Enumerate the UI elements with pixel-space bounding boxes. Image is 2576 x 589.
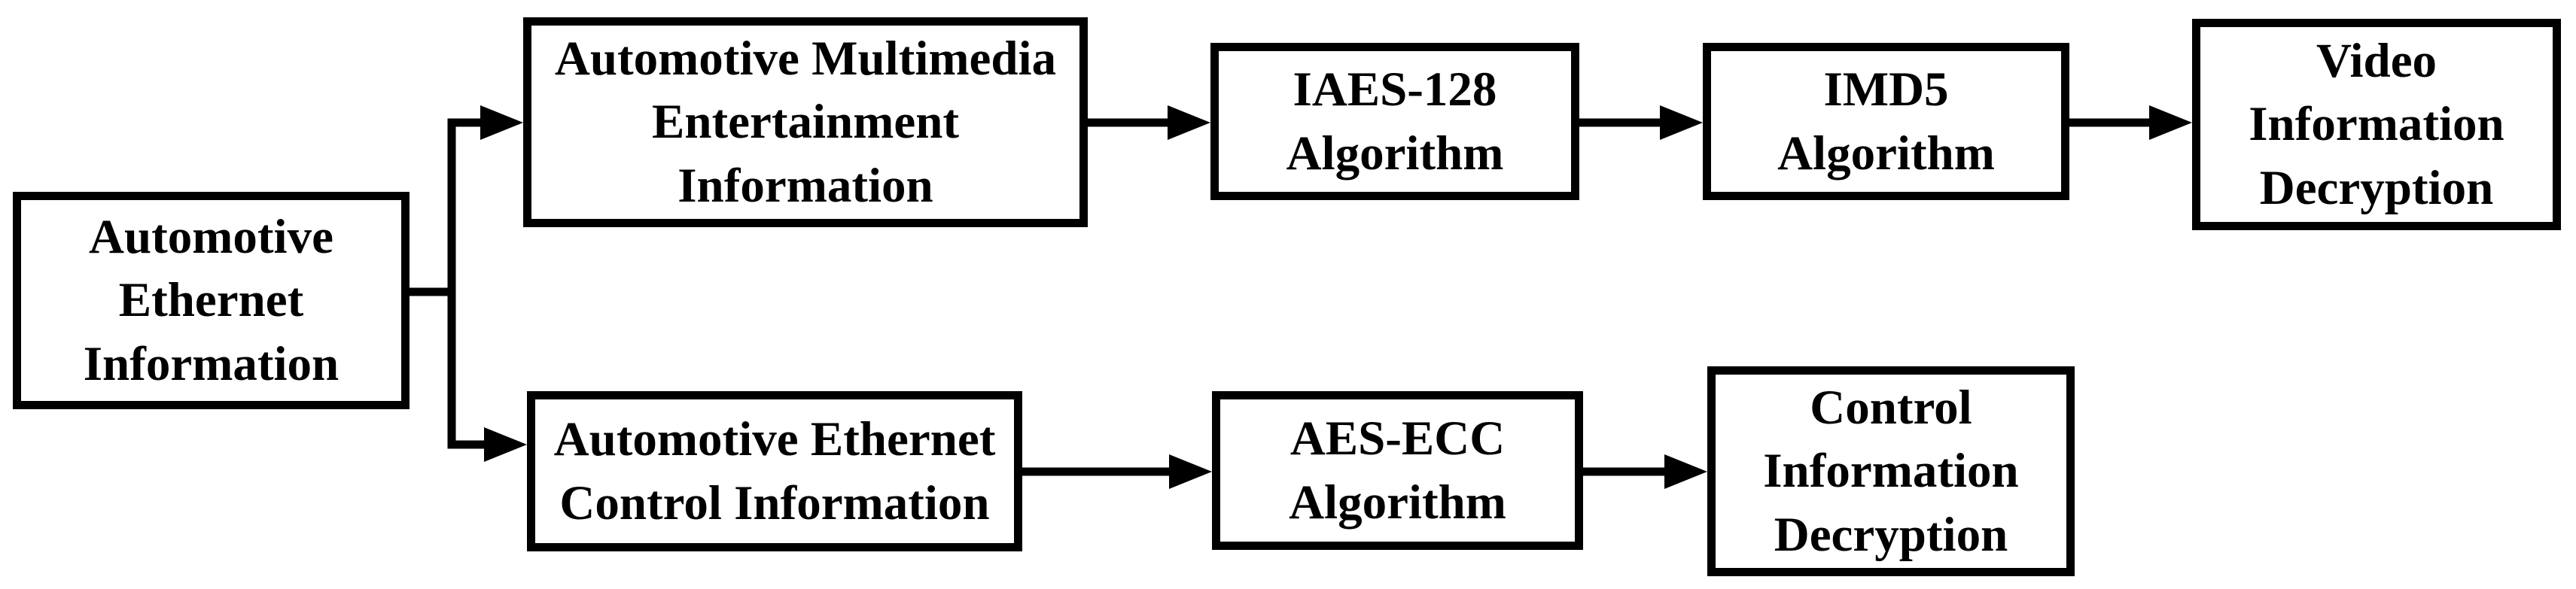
node-iaes-128-algorithm: IAES-128 Algorithm	[1210, 43, 1579, 200]
arrowhead-icon	[480, 105, 523, 140]
node-video-information-decryption: Video Information Decryption	[2192, 19, 2561, 230]
node-label-line: Information	[83, 336, 340, 391]
node-label-line: Automotive Multimedia	[554, 31, 1057, 86]
node-label-line: Entertainment	[652, 95, 959, 150]
node-label-line: Decryption	[2259, 160, 2494, 215]
node-imd5-algorithm: IMD5 Algorithm	[1703, 43, 2069, 200]
node-label-line: Algorithm	[1777, 126, 1995, 181]
node-label-line: AES-ECC	[1290, 411, 1506, 466]
node-automotive-ethernet-control-information: Automotive Ethernet Control Information	[527, 391, 1022, 551]
node-label-line: Control Information	[559, 475, 990, 530]
node-aes-ecc-algorithm: AES-ECC Algorithm	[1212, 391, 1583, 550]
node-label-line: Information	[1763, 444, 2019, 499]
node-label-line: Control	[1810, 380, 1972, 435]
node-automotive-ethernet-information: Automotive Ethernet Information	[13, 192, 410, 409]
arrowhead-icon	[1660, 105, 1703, 140]
arrowhead-icon	[2149, 105, 2192, 140]
node-label-line: Video	[2316, 33, 2437, 88]
arrowhead-icon	[1169, 454, 1212, 489]
node-label-line: Ethernet	[118, 273, 304, 328]
node-label-line: IAES-128	[1293, 62, 1497, 117]
edge-split-trunk-line	[447, 118, 486, 449]
node-control-information-decryption: Control Information Decryption	[1707, 366, 2075, 576]
node-label-line: Automotive	[89, 209, 333, 264]
node-label-line: Algorithm	[1286, 126, 1504, 181]
node-label-line: Algorithm	[1289, 475, 1506, 530]
node-label-line: Decryption	[1774, 507, 2008, 562]
node-label-line: Automotive Ethernet	[553, 412, 996, 466]
node-automotive-multimedia-entertainment-information: Automotive Multimedia Entertainment Info…	[523, 17, 1088, 227]
arrowhead-icon	[1168, 105, 1210, 140]
arrowhead-icon	[484, 427, 527, 462]
arrowhead-icon	[1664, 454, 1707, 489]
node-label-line: Information	[2249, 97, 2504, 152]
node-label-line: Information	[677, 158, 933, 213]
node-label-line: IMD5	[1823, 62, 1949, 117]
